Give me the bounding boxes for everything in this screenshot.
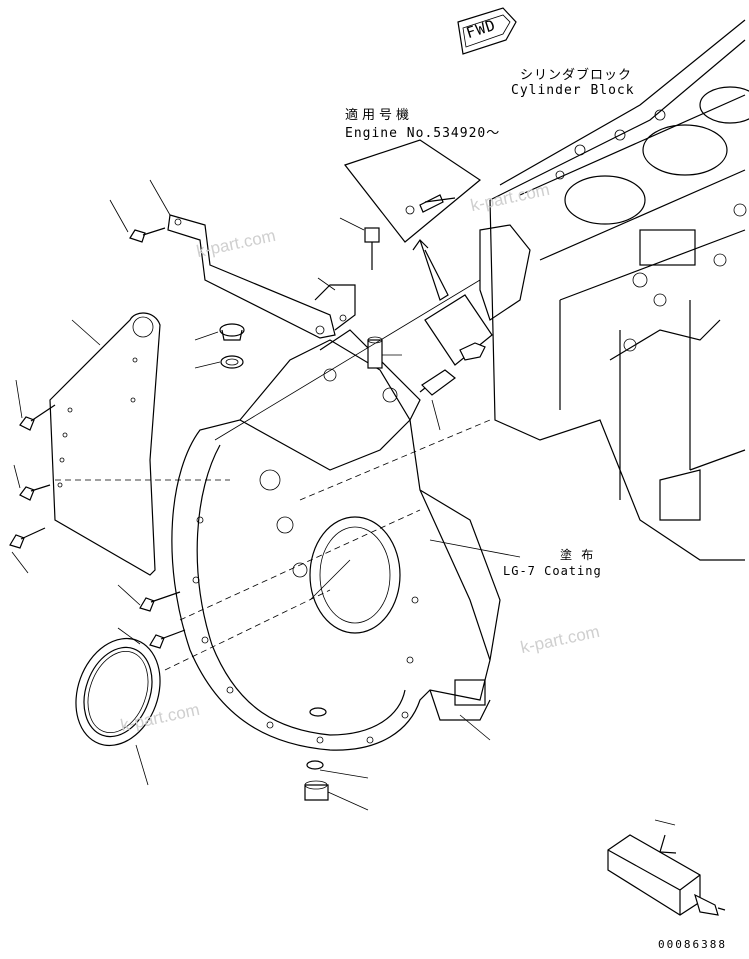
installer-tool [607,834,726,916]
centerlines [55,419,491,671]
plate-bracket [49,312,161,576]
coating-label-jp: 塗 布 [560,548,595,562]
arrow-up-icon [412,239,449,301]
flywheel-housing [171,329,501,751]
bolt-icon [9,227,186,649]
applicable-detail-box [344,139,482,243]
plug-icon [219,323,245,369]
engine-number-label: Engine No.534920～ [345,126,501,141]
cylinder-block-label-en: Cylinder Block [511,83,635,98]
coating-label-en: LG-7 Coating [503,564,602,578]
spacer-bolt-icon [364,227,383,369]
drain-plug-icon [304,707,329,801]
cylinder-block [479,19,749,561]
figure-number: 00086388 [658,938,727,951]
cylinder-block-label-jp: シリンダブロック [520,68,633,83]
leader-lines [11,179,676,826]
applicable-label-jp: 適用号機 [345,108,414,123]
oil-seal [75,637,161,747]
upper-bracket [167,214,356,339]
fwd-arrow-icon [457,7,517,55]
sensor-icon [419,369,456,396]
sensor-detail-box [424,294,493,366]
